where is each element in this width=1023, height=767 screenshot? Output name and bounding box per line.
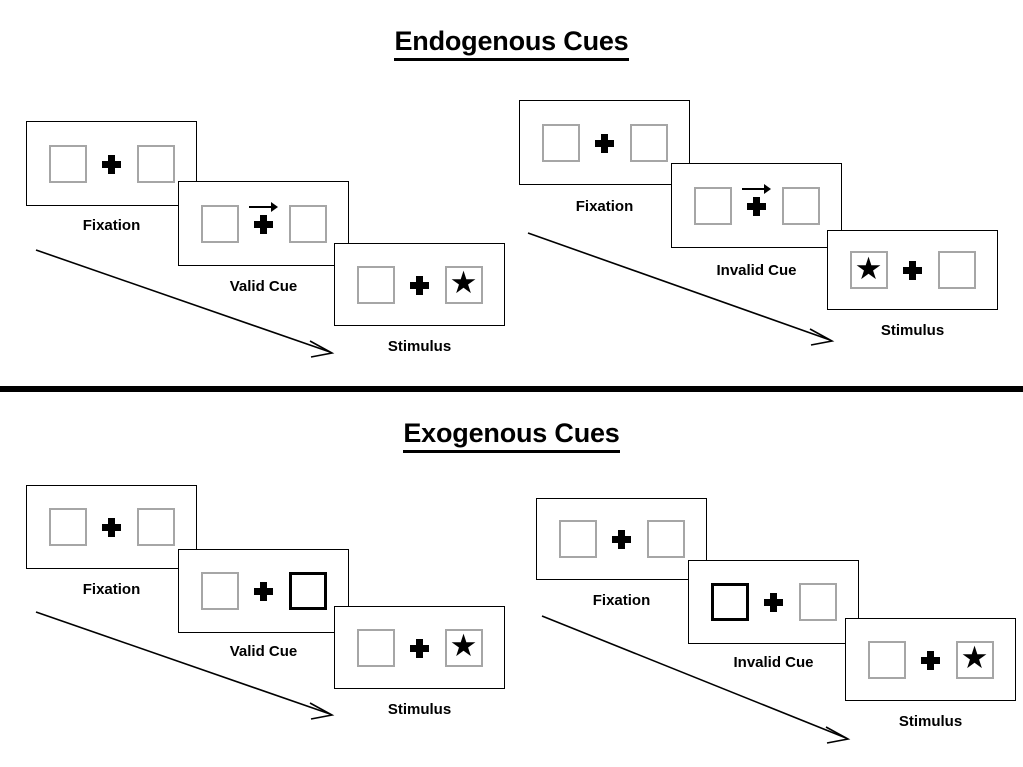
caption-endogenous-valid-fixation: Fixation: [82, 217, 141, 234]
frame-endogenous-valid-stimulus: ★: [334, 243, 505, 326]
frame-content: [179, 201, 348, 243]
placeholder-box-right: [798, 583, 837, 621]
frame-exogenous-invalid-cue: [688, 560, 859, 644]
caption-endogenous-valid-stimulus: Stimulus: [387, 338, 452, 355]
placeholder-box-right: [646, 520, 685, 558]
frame-endogenous-valid-cue: [178, 181, 349, 266]
fixation-cross-icon: [761, 583, 787, 621]
placeholder-box-left: [200, 572, 239, 610]
placeholder-box-right: [937, 251, 976, 289]
arrow-right-cue-icon: [248, 201, 279, 212]
frame-endogenous-valid-fixation: [26, 121, 197, 206]
frame-exogenous-valid-fixation: [26, 485, 197, 569]
caption-exogenous-invalid-fixation: Fixation: [592, 592, 651, 609]
frame-content: [520, 123, 689, 162]
placeholder-box-left: [356, 265, 395, 304]
fixation-cross-icon: [918, 641, 944, 679]
fixation-cross-icon: [592, 124, 618, 162]
placeholder-box-right-with-target: ★: [955, 640, 994, 679]
star-target-icon: ★: [854, 250, 883, 286]
placeholder-box-left: [356, 628, 395, 667]
star-target-icon: ★: [960, 640, 989, 675]
fixation-cross-icon: [741, 183, 772, 225]
placeholder-box-right: [781, 186, 820, 225]
fixation-cross-icon: [609, 520, 635, 558]
placeholder-box-left: [541, 123, 580, 162]
frame-content: ★: [335, 628, 504, 667]
section-title-endogenous-text: Endogenous Cues: [394, 26, 629, 61]
fixation-cross-icon: [407, 266, 433, 304]
caption-exogenous-invalid-cue: Invalid Cue: [733, 654, 814, 671]
frame-exogenous-valid-cue: [178, 549, 349, 633]
placeholder-box-left: [48, 144, 87, 183]
frame-exogenous-invalid-stimulus: ★: [845, 618, 1016, 701]
placeholder-box-right-cued: [288, 572, 327, 610]
frame-exogenous-invalid-fixation: [536, 498, 707, 580]
section-title-exogenous-text: Exogenous Cues: [403, 418, 620, 453]
placeholder-box-left: [200, 204, 239, 243]
fixation-cross-icon: [900, 251, 926, 289]
placeholder-box-right: [629, 123, 668, 162]
placeholder-box-right-with-target: ★: [444, 628, 483, 667]
caption-exogenous-valid-stimulus: Stimulus: [387, 701, 452, 718]
fixation-cross-icon: [99, 508, 125, 546]
caption-endogenous-invalid-stimulus: Stimulus: [880, 322, 945, 339]
frame-content: ★: [846, 640, 1015, 679]
frame-content: [27, 144, 196, 183]
frame-exogenous-valid-stimulus: ★: [334, 606, 505, 689]
frame-content: [537, 520, 706, 558]
fixation-cross-icon: [251, 572, 277, 610]
placeholder-box-left-cued: [710, 583, 749, 621]
placeholder-box-right-with-target: ★: [444, 265, 483, 304]
section-divider: [0, 386, 1023, 392]
caption-exogenous-valid-cue: Valid Cue: [229, 643, 298, 660]
frame-content: [689, 583, 858, 621]
placeholder-box-left: [558, 520, 597, 558]
frame-content: [672, 183, 841, 225]
frame-content: [27, 508, 196, 546]
caption-endogenous-valid-cue: Valid Cue: [229, 278, 298, 295]
placeholder-box-left: [867, 640, 906, 679]
placeholder-box-right: [136, 144, 175, 183]
caption-endogenous-invalid-fixation: Fixation: [575, 198, 634, 215]
placeholder-box-left-with-target: ★: [849, 250, 888, 289]
fixation-cross-icon: [248, 201, 279, 243]
caption-exogenous-invalid-stimulus: Stimulus: [898, 713, 963, 730]
frame-endogenous-invalid-stimulus: ★: [827, 230, 998, 310]
placeholder-box-left: [693, 186, 732, 225]
fixation-cross-icon: [99, 145, 125, 183]
frame-content: [179, 572, 348, 610]
arrow-right-cue-icon: [741, 183, 772, 194]
placeholder-box-right: [288, 204, 327, 243]
placeholder-box-right: [136, 508, 175, 546]
caption-endogenous-invalid-cue: Invalid Cue: [716, 262, 797, 279]
section-title-endogenous: Endogenous Cues: [0, 26, 1023, 61]
placeholder-box-left: [48, 508, 87, 546]
frame-endogenous-invalid-cue: [671, 163, 842, 248]
caption-exogenous-valid-fixation: Fixation: [82, 581, 141, 598]
frame-content: ★: [335, 265, 504, 304]
frame-endogenous-invalid-fixation: [519, 100, 690, 185]
star-target-icon: ★: [449, 628, 478, 663]
frame-content: ★: [828, 251, 997, 289]
star-target-icon: ★: [449, 265, 478, 300]
fixation-cross-icon: [407, 629, 433, 667]
section-title-exogenous: Exogenous Cues: [0, 418, 1023, 453]
